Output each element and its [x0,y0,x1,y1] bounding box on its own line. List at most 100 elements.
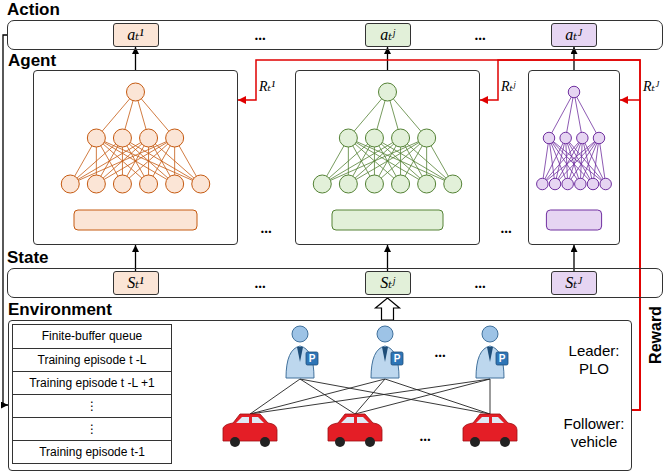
node-text: Training episode t -L +1 [13,372,171,394]
connector [387,47,388,70]
action-band: aₜ¹aₜʲaₜᴶAction [7,20,663,50]
node-text: Sₜʲ [380,275,395,291]
vehicle-icon [223,414,277,447]
environment-box: Training episode t -LTraining episode t … [8,320,632,471]
network-link [555,138,599,184]
neuron [339,175,357,193]
neuron [543,132,555,144]
edge-label: Rₜ¹ [259,79,275,95]
connector [573,47,574,70]
neuron [113,175,131,193]
vehicle-icon [328,414,382,447]
badge-letter: P [309,353,316,364]
ellipsis: ... [433,345,446,360]
neuron [562,178,574,190]
action-box: aₜ¹ [113,23,159,47]
parking-badge [496,352,508,365]
person-head [292,326,308,342]
pairing-line [385,379,490,414]
node-text: State [7,248,49,267]
network-link [348,138,426,184]
ellipsis: ... [473,276,486,291]
network-link [122,138,200,184]
state-box: Sₜᴶ [551,271,597,295]
neuron [192,175,210,193]
vehicle-wheel [260,437,270,447]
node-text: Finite-buffer queue [13,325,171,348]
network-link [566,138,568,184]
person-head [377,326,393,342]
neuron [600,178,612,190]
neuron [140,129,158,147]
parking-badge [306,352,318,365]
role-label: Leader: PLO [557,342,631,378]
state-band: Sₜ¹SₜʲSₜᴶState [7,268,663,298]
parking-badge [391,352,403,365]
ellipsis: ... [253,276,266,291]
network-link [568,138,599,184]
node-text: aₜ¹ [127,27,144,43]
network-link [542,138,599,184]
node-text: ⋮ [13,418,171,440]
vehicle-window [236,417,264,423]
vehicle-wheel [470,437,480,447]
network-link [549,138,606,184]
network-link [542,138,582,184]
node-text: Training episode t -L [13,349,171,371]
network-link [70,138,148,184]
badge-letter: P [499,353,506,364]
vehicle-window [341,417,369,423]
node-text: Sₜ¹ [127,275,144,291]
network-link [96,138,174,184]
vehicle-wheel [365,437,375,447]
action-box: aₜʲ [365,23,411,47]
network-link [599,138,606,184]
neuron [593,132,605,144]
ellipsis: ... [418,429,431,444]
hollow-arrow [376,298,400,320]
ellipsis: ... [259,221,272,236]
pairing-lines [250,379,490,414]
neuron [568,86,580,98]
person-icon [371,326,403,378]
neuron [575,178,587,190]
neuron [166,175,184,193]
network-link [374,138,452,184]
queue-row: ⋮ [13,394,171,417]
neuron [365,175,383,193]
person-tie [382,347,388,362]
agent-network [295,70,480,245]
pairing-line [300,379,490,414]
person-head [482,326,498,342]
ellipsis: ... [499,221,512,236]
ellipsis: ... [473,28,486,43]
node-text: Environment [8,300,112,319]
neuron [537,178,549,190]
section-heading: Agent [8,51,56,70]
neuron [87,175,105,193]
node-text: Sₜᴶ [565,275,582,291]
queue-row: Training episode t -L +1 [13,371,171,394]
neuron [365,129,383,147]
ellipsis: ... [253,28,266,43]
network-link [566,138,593,184]
neuron [392,129,410,147]
edge-label: Rₜʲ [501,79,515,95]
state-box: Sₜ¹ [113,271,159,295]
vehicle-body [463,414,517,441]
neural-network [313,83,462,230]
vehicle-body [223,414,277,441]
vehicle-wheel [500,437,510,447]
neuron [418,175,436,193]
reward-connector [238,60,640,410]
agent-network [528,70,620,245]
neuron [113,129,131,147]
person-tie [487,347,493,362]
network-link [582,138,593,184]
neuron [166,129,184,147]
agent-network [33,70,238,245]
badge-letter: P [394,353,401,364]
vehicle-body [328,414,382,441]
neuron [587,178,599,190]
network-link [549,92,574,138]
